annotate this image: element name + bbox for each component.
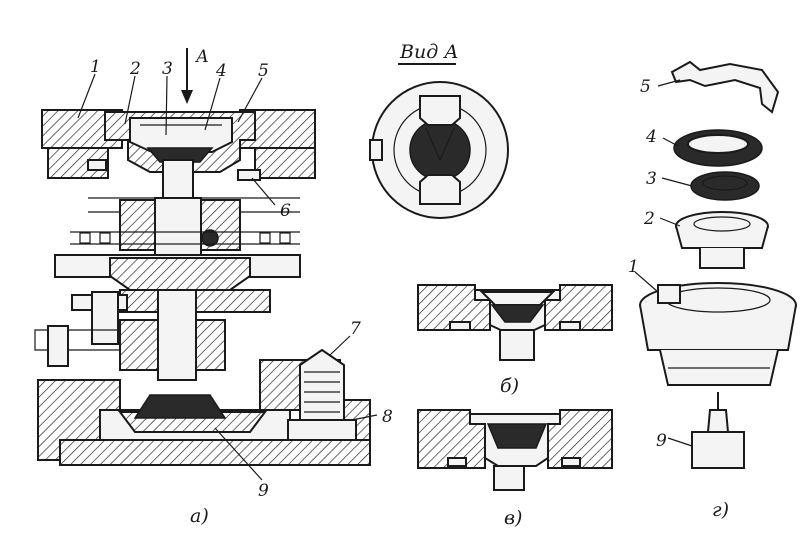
exploded-label-5: 5	[640, 77, 651, 97]
exploded-view-g: 5 4 3 2 1 9 г)	[628, 60, 797, 521]
label-1: 1	[90, 57, 101, 77]
label-8: 8	[382, 407, 393, 427]
view-title: Вид А	[399, 41, 459, 63]
caption-b: б)	[500, 375, 519, 397]
exploded-label-1: 1	[628, 257, 639, 277]
label-7: 7	[350, 319, 361, 339]
arrow-label: А	[195, 47, 209, 67]
caption-g: г)	[712, 499, 729, 521]
section-b: б)	[417, 284, 613, 397]
label-5: 5	[258, 61, 269, 81]
exploded-label-3: 3	[646, 169, 657, 189]
exploded-label-9: 9	[656, 431, 667, 451]
exploded-label-4: 4	[645, 127, 657, 147]
label-2: 2	[129, 59, 141, 79]
label-6: 6	[280, 201, 291, 221]
caption-v: в)	[504, 507, 522, 529]
label-4: 4	[215, 61, 227, 81]
section-v: в)	[417, 409, 613, 529]
label-3: 3	[162, 59, 173, 79]
caption-a: а)	[190, 505, 209, 527]
exploded-label-2: 2	[643, 209, 655, 229]
label-9: 9	[258, 481, 269, 501]
assembly-section-a: А 1 2 3 4 5 6 7 8 9 а)	[34, 47, 393, 527]
view-a: Вид А	[369, 41, 509, 219]
